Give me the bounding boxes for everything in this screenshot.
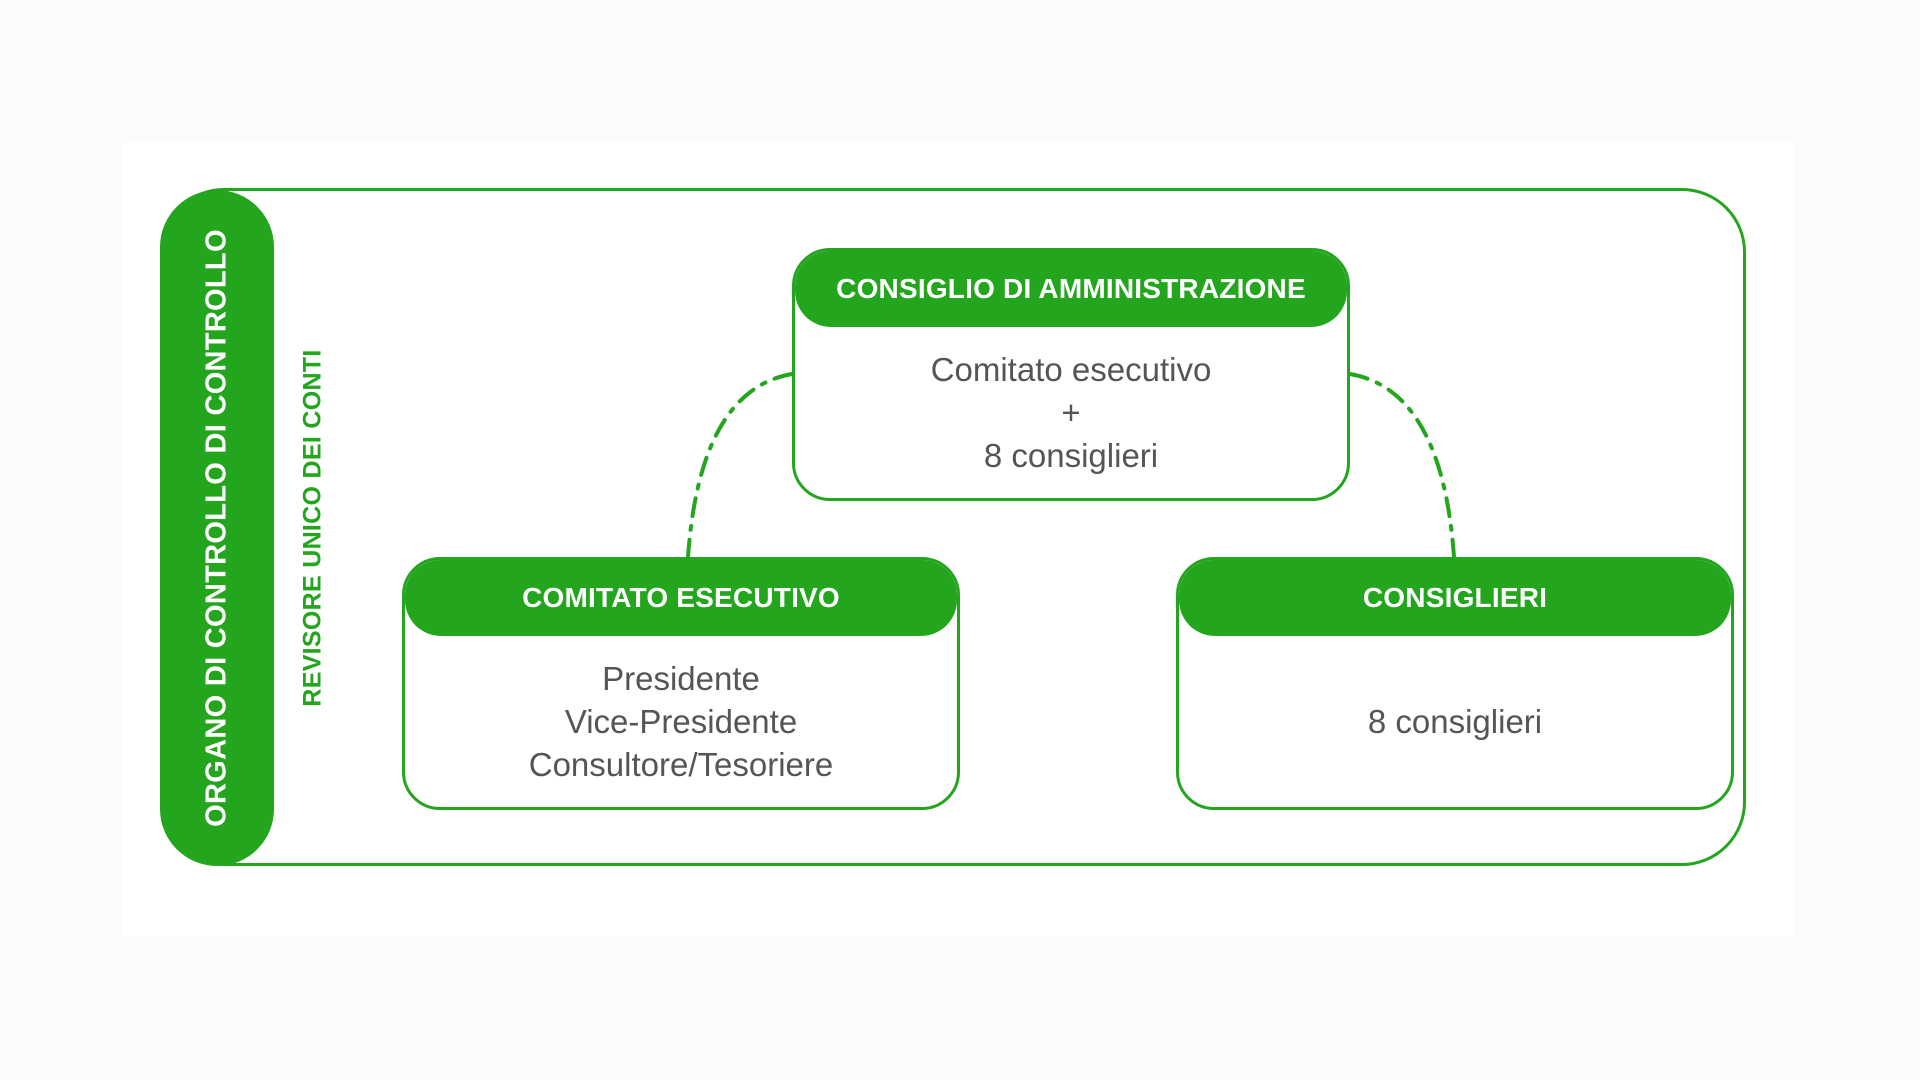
consiglio-amministrazione-box: CONSIGLIO DI AMMINISTRAZIONE Comitato es… bbox=[792, 248, 1350, 501]
consiglieri-title: CONSIGLIERI bbox=[1179, 560, 1731, 636]
consiglio-amministrazione-body: Comitato esecutivo + 8 consiglieri bbox=[795, 327, 1347, 498]
comitato-line-3: Consultore/Tesoriere bbox=[528, 746, 834, 783]
consiglio-line-1: Comitato esecutivo bbox=[930, 351, 1212, 388]
consiglio-line-3: 8 consiglieri bbox=[983, 437, 1159, 474]
connector-left bbox=[686, 372, 794, 559]
consiglio-amministrazione-title: CONSIGLIO DI AMMINISTRAZIONE bbox=[795, 251, 1347, 327]
revisore-label: REVISORE UNICO DEI CONTI bbox=[298, 349, 327, 707]
organo-controllo-label: ORGANO DI CONTROLLO DI CONTROLLO bbox=[200, 229, 233, 827]
comitato-esecutivo-body: Presidente Vice-Presidente Consultore/Te… bbox=[405, 636, 957, 807]
comitato-line-2: Vice-Presidente bbox=[564, 703, 798, 740]
connector-right bbox=[1348, 372, 1456, 559]
consiglieri-line-1: 8 consiglieri bbox=[1367, 703, 1543, 740]
organo-controllo-bar bbox=[160, 190, 274, 866]
comitato-esecutivo-title: COMITATO ESECUTIVO bbox=[405, 560, 957, 636]
consiglieri-box: CONSIGLIERI 8 consiglieri bbox=[1176, 557, 1734, 810]
comitato-line-1: Presidente bbox=[602, 660, 760, 697]
consiglio-line-2: + bbox=[1061, 394, 1081, 431]
comitato-esecutivo-box: COMITATO ESECUTIVO Presidente Vice-Presi… bbox=[402, 557, 960, 810]
consiglieri-body: 8 consiglieri bbox=[1179, 636, 1731, 807]
